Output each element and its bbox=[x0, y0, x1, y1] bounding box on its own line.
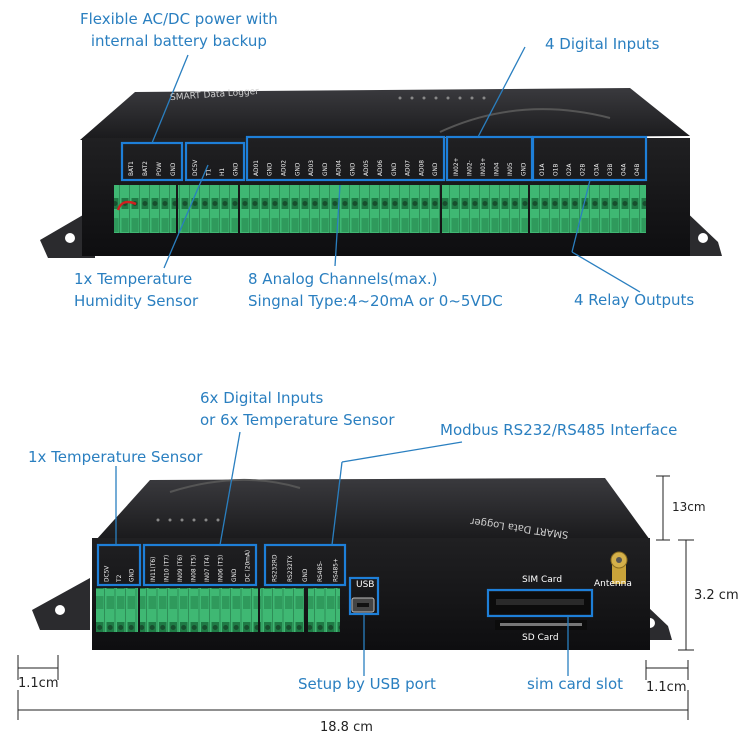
bottom-pin-2-1: RS232TX bbox=[286, 555, 294, 582]
bottom-pin-2-0: RS232RD bbox=[271, 554, 279, 582]
callout-temp-sensor: 1x Temperature Sensor bbox=[28, 448, 203, 466]
top-pin-2-11: AD07 bbox=[404, 160, 412, 176]
top-pin-4-4: O3A bbox=[592, 164, 600, 176]
bottom-left-flange bbox=[32, 578, 90, 630]
bottom-case-lid bbox=[96, 478, 650, 540]
top-pin-4-5: O3B bbox=[606, 164, 614, 176]
top-pin-1-0: DC5V bbox=[191, 160, 199, 176]
top-pin-2-0: AD01 bbox=[252, 160, 260, 176]
top-pin-1-2: H1 bbox=[218, 168, 226, 176]
highlight-digital-6x bbox=[142, 543, 258, 587]
dim-height-side: 3.2 cm bbox=[694, 588, 739, 603]
callout-power: Flexible AC/DC power with internal batte… bbox=[80, 10, 278, 50]
bottom-pin-2-2: GND bbox=[301, 568, 309, 582]
dim-margin-left: 1.1cm bbox=[18, 676, 59, 691]
top-pin-2-2: AD02 bbox=[279, 160, 287, 176]
usb-label: USB bbox=[356, 580, 375, 590]
callout-modbus: Modbus RS232/RS485 Interface bbox=[440, 421, 678, 439]
callout-usb: Setup by USB port bbox=[298, 675, 436, 693]
top-pin-4-7: O4B bbox=[633, 164, 641, 176]
highlight-sim bbox=[486, 588, 594, 618]
left-flange bbox=[40, 208, 95, 258]
top-pin-4-2: O2A bbox=[565, 164, 573, 176]
terminal-block-temp[interactable] bbox=[96, 588, 138, 632]
callout-digital-6x: 6x Digital Inputs or 6x Temperature Sens… bbox=[200, 389, 395, 429]
bottom-pin-1-3: IN08 (T5) bbox=[189, 555, 197, 582]
battery-wire bbox=[116, 200, 137, 211]
top-pin-2-8: AD05 bbox=[362, 160, 370, 176]
sd-card-label: SD Card bbox=[522, 633, 559, 643]
bottom-pin-1-6: GND bbox=[230, 568, 238, 582]
terminal-block-relay[interactable] bbox=[530, 185, 646, 233]
top-pin-2-3: GND bbox=[293, 162, 301, 176]
top-pin-3-3: IN04 bbox=[492, 162, 500, 176]
top-pin-4-6: O4A bbox=[620, 164, 628, 176]
callout-temp-humidity: 1x Temperature Humidity Sensor bbox=[74, 270, 199, 310]
top-pin-2-10: GND bbox=[390, 162, 398, 176]
top-pin-2-5: GND bbox=[321, 162, 329, 176]
top-pin-0-3: GND bbox=[169, 162, 177, 176]
bottom-pin-1-4: IN07 (T4) bbox=[203, 555, 211, 582]
top-pin-3-4: IN05 bbox=[506, 162, 514, 176]
callout-sim: sim card slot bbox=[527, 675, 624, 693]
top-pin-0-2: POW bbox=[155, 162, 163, 176]
bottom-pin-1-2: IN09 (T6) bbox=[176, 555, 184, 582]
top-pin-2-13: GND bbox=[431, 162, 439, 176]
highlight-temp-pins bbox=[184, 141, 246, 182]
bottom-pin-2-3: RS485- bbox=[316, 561, 324, 582]
callout-analog: 8 Analog Channels(max.) Singnal Type:4~2… bbox=[248, 270, 503, 310]
dim-total-length: 18.8 cm bbox=[320, 720, 373, 735]
bottom-pin-0-2: GND bbox=[128, 568, 136, 582]
top-pin-0-0: BAT1 bbox=[127, 161, 135, 176]
bottom-pin-1-5: IN06 (T3) bbox=[216, 555, 224, 582]
bottom-pin-labels: DC5V T2 GND IN11(T6) IN10 (T7) IN09 (T6) IN08 … bbox=[102, 550, 339, 583]
bottom-pin-0-0: DC5V bbox=[102, 566, 110, 582]
dim-margin-right: 1.1cm bbox=[646, 680, 687, 695]
bottom-device: DC5V T2 GND IN11(T6) IN10 (T7) IN09 (T6) IN08 … bbox=[17, 431, 694, 720]
top-pin-2-4: AD03 bbox=[307, 160, 315, 176]
bottom-pin-2-4: RS485+ bbox=[331, 558, 339, 582]
sim-card-label: SIM Card bbox=[522, 575, 563, 585]
top-pin-2-7: GND bbox=[348, 162, 356, 176]
bottom-pin-1-7: DC (20mA) bbox=[243, 550, 251, 582]
top-pin-2-12: AD08 bbox=[417, 160, 425, 176]
top-pin-3-1: IN02- bbox=[465, 160, 473, 176]
terminal-block-temp-humidity[interactable] bbox=[178, 185, 238, 233]
terminal-block-rs485[interactable] bbox=[308, 588, 340, 632]
terminal-block-digital[interactable] bbox=[442, 185, 528, 233]
bottom-pin-1-1: IN10 (T7) bbox=[162, 555, 170, 582]
top-pin-3-0: IN02+ bbox=[452, 157, 460, 176]
terminal-block-digital-6x[interactable] bbox=[140, 588, 258, 632]
top-pin-2-6: AD04 bbox=[335, 160, 343, 176]
top-device: BAT1 BAT2 POW GND DC5V T1 H1 GND AD01 GND AD02 GND A… bbox=[40, 46, 722, 293]
top-case-lid bbox=[80, 88, 690, 140]
top-pin-4-1: O1B bbox=[551, 164, 559, 176]
top-pin-3-5: GND bbox=[519, 162, 527, 176]
callout-relays: 4 Relay Outputs bbox=[574, 291, 695, 309]
highlight-analog-pins bbox=[245, 135, 446, 182]
dim-height-top: 13cm bbox=[672, 500, 706, 514]
terminal-block-rs232[interactable] bbox=[260, 588, 304, 632]
terminal-block-power[interactable] bbox=[114, 185, 176, 233]
callout-digital-inputs: 4 Digital Inputs bbox=[545, 35, 660, 53]
top-pin-labels: BAT1 BAT2 POW GND DC5V T1 H1 GND AD01 GND AD02 GND A… bbox=[127, 157, 641, 177]
top-pin-1-1: T1 bbox=[204, 168, 212, 177]
top-pin-0-1: BAT2 bbox=[141, 161, 149, 176]
top-pin-2-9: AD06 bbox=[376, 160, 384, 176]
highlight-temp-sensor bbox=[96, 543, 142, 587]
top-pin-1-3: GND bbox=[231, 162, 239, 176]
top-pin-2-1: GND bbox=[266, 162, 274, 176]
top-pin-4-3: O2B bbox=[579, 164, 587, 176]
antenna-label: Antenna bbox=[594, 579, 632, 589]
highlight-modbus bbox=[263, 543, 347, 587]
top-pin-4-0: O1A bbox=[538, 164, 546, 176]
top-pin-3-2: IN03+ bbox=[479, 157, 487, 176]
bottom-pin-0-1: T2 bbox=[115, 574, 123, 583]
right-flange bbox=[680, 206, 722, 256]
bottom-pin-1-0: IN11(T6) bbox=[149, 557, 157, 582]
